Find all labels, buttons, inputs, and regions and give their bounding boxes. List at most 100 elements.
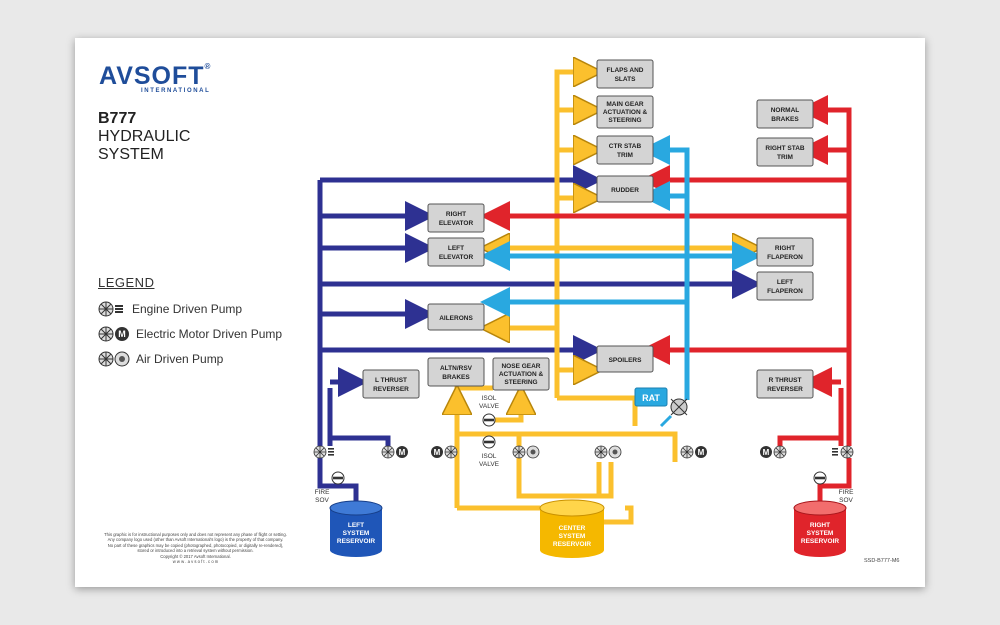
svg-text:REVERSER: REVERSER	[767, 386, 803, 393]
svg-text:ELEVATOR: ELEVATOR	[439, 220, 474, 227]
altn-rsv-brakes-box: ALTN/RSV BRAKES	[427, 357, 485, 387]
svg-text:LEFT: LEFT	[348, 522, 364, 529]
legend-item-engine-pump: Engine Driven Pump	[98, 296, 282, 321]
svg-text:VALVE: VALVE	[479, 461, 500, 468]
svg-text:ACTUATION &: ACTUATION &	[603, 109, 648, 116]
svg-text:REVERSER: REVERSER	[373, 386, 409, 393]
svg-text:AILERONS: AILERONS	[439, 315, 473, 322]
engine-driven-pump-icon	[98, 301, 123, 316]
svg-text:TRIM: TRIM	[617, 152, 633, 159]
svg-text:NORMAL: NORMAL	[771, 107, 800, 114]
right-stab-trim-box: RIGHT STAB TRIM	[756, 137, 814, 167]
brand-logo: AVSOFT® INTERNATIONAL	[99, 62, 212, 94]
rat-system-lines	[480, 135, 762, 400]
svg-text:STEERING: STEERING	[608, 117, 641, 124]
spoilers-box: SPOILERS	[596, 345, 654, 373]
isol-valve-lower: ISOL VALVE	[479, 435, 500, 468]
svg-text:FLAPERON: FLAPERON	[767, 254, 803, 261]
rudder-box: RUDDER	[596, 175, 654, 203]
ailerons-box: AILERONS	[427, 303, 485, 331]
r-thrust-reverser-box: R THRUST REVERSER	[756, 369, 814, 399]
document-code: SSD-B777-M6	[864, 558, 900, 564]
svg-text:M: M	[118, 329, 126, 339]
left-electric-pump	[381, 445, 408, 459]
svg-text:CTR STAB: CTR STAB	[609, 143, 642, 150]
right-electric-pump	[760, 445, 787, 459]
svg-text:R THRUST: R THRUST	[769, 377, 802, 384]
hydraulic-diagram: M	[313, 38, 854, 558]
svg-text:BRAKES: BRAKES	[442, 374, 470, 381]
svg-text:RIGHT: RIGHT	[446, 211, 466, 218]
svg-text:FIRE: FIRE	[315, 489, 330, 496]
page-title: B777 HYDRAULIC SYSTEM	[98, 110, 190, 164]
right-elevator-box: RIGHT ELEVATOR	[427, 203, 485, 233]
right-flaperon-box: RIGHT FLAPERON	[756, 237, 814, 267]
left-fire-sov: FIRE SOV	[315, 471, 345, 504]
svg-text:RESERVOIR: RESERVOIR	[553, 541, 591, 548]
right-engine-pump	[832, 445, 854, 459]
legend: LEGEND Engine Driven Pump M Electric Mot…	[98, 275, 282, 371]
electric-motor-driven-pump-icon: M	[98, 326, 129, 341]
svg-text:SOV: SOV	[315, 497, 329, 504]
center-air-pump-1	[512, 445, 540, 459]
isol-valve-upper: ISOL VALVE	[479, 395, 500, 427]
title-line-1: HYDRAULIC	[98, 128, 191, 145]
right-fire-sov: FIRE SOV	[813, 471, 854, 504]
svg-text:SOV: SOV	[839, 497, 853, 504]
svg-text:SYSTEM: SYSTEM	[559, 533, 586, 540]
air-driven-pump-icon	[98, 351, 130, 366]
disclaimer: This graphic is for instructional purpos…	[104, 532, 287, 565]
left-flaperon-box: LEFT FLAPERON	[756, 271, 814, 301]
svg-text:ISOL: ISOL	[482, 395, 497, 402]
svg-text:SPOILERS: SPOILERS	[609, 357, 643, 364]
title-line-2: SYSTEM	[98, 146, 164, 163]
svg-text:STEERING: STEERING	[504, 379, 537, 386]
svg-text:RIGHT: RIGHT	[810, 522, 830, 529]
ctr-stab-trim-box: CTR STAB TRIM	[596, 135, 654, 165]
right-system-reservoir: RIGHT SYSTEM RESERVOIR	[793, 500, 847, 557]
svg-text:LEFT: LEFT	[448, 245, 464, 252]
svg-text:ACTUATION &: ACTUATION &	[499, 371, 544, 378]
main-gear-box: MAIN GEAR ACTUATION & STEERING	[596, 95, 654, 129]
svg-text:FLAPS AND: FLAPS AND	[607, 67, 644, 74]
svg-text:CENTER: CENTER	[559, 525, 586, 532]
svg-text:BRAKES: BRAKES	[771, 116, 799, 123]
svg-text:NOSE GEAR: NOSE GEAR	[501, 363, 540, 370]
center-air-pump-2	[594, 445, 622, 459]
title-model: B777	[98, 110, 137, 127]
svg-text:RUDDER: RUDDER	[611, 187, 639, 194]
left-system-reservoir: LEFT SYSTEM RESERVOIR	[329, 500, 383, 557]
svg-text:SYSTEM: SYSTEM	[807, 530, 834, 537]
legend-item-air-pump: Air Driven Pump	[98, 346, 282, 371]
legend-title: LEGEND	[98, 275, 155, 290]
svg-text:RESERVOIR: RESERVOIR	[801, 538, 839, 545]
ram-air-turbine-icon	[659, 398, 688, 428]
svg-text:SYSTEM: SYSTEM	[343, 530, 370, 537]
nose-gear-box: NOSE GEAR ACTUATION & STEERING	[492, 357, 550, 391]
legend-item-electric-pump: M Electric Motor Driven Pump	[98, 321, 282, 346]
center-electric-pump-2	[680, 445, 707, 459]
svg-text:RAT: RAT	[642, 393, 660, 403]
svg-text:RIGHT STAB: RIGHT STAB	[765, 145, 805, 152]
svg-text:LEFT: LEFT	[777, 279, 793, 286]
svg-text:VALVE: VALVE	[479, 403, 500, 410]
svg-text:SLATS: SLATS	[615, 76, 636, 83]
center-system-reservoir: CENTER SYSTEM RESERVOIR	[539, 499, 605, 558]
flaps-slats-box: FLAPS AND SLATS	[596, 59, 654, 89]
center-electric-pump-1	[431, 445, 458, 459]
svg-text:L THRUST: L THRUST	[375, 377, 407, 384]
svg-text:TRIM: TRIM	[777, 154, 793, 161]
l-thrust-reverser-box: L THRUST REVERSER	[362, 369, 420, 399]
center-system-lines	[457, 72, 747, 525]
svg-text:ALTN/RSV: ALTN/RSV	[440, 365, 473, 372]
right-system-lines	[480, 95, 852, 504]
rat-unit: RAT	[634, 387, 688, 428]
left-elevator-box: LEFT ELEVATOR	[427, 237, 485, 267]
svg-text:FLAPERON: FLAPERON	[767, 288, 803, 295]
svg-text:RIGHT: RIGHT	[775, 245, 795, 252]
poster: AVSOFT® INTERNATIONAL B777 HYDRAULIC SYS…	[75, 38, 925, 587]
svg-text:MAIN GEAR: MAIN GEAR	[606, 101, 644, 108]
svg-text:ISOL: ISOL	[482, 453, 497, 460]
svg-text:RESERVOIR: RESERVOIR	[337, 538, 375, 545]
svg-text:FIRE: FIRE	[839, 489, 854, 496]
